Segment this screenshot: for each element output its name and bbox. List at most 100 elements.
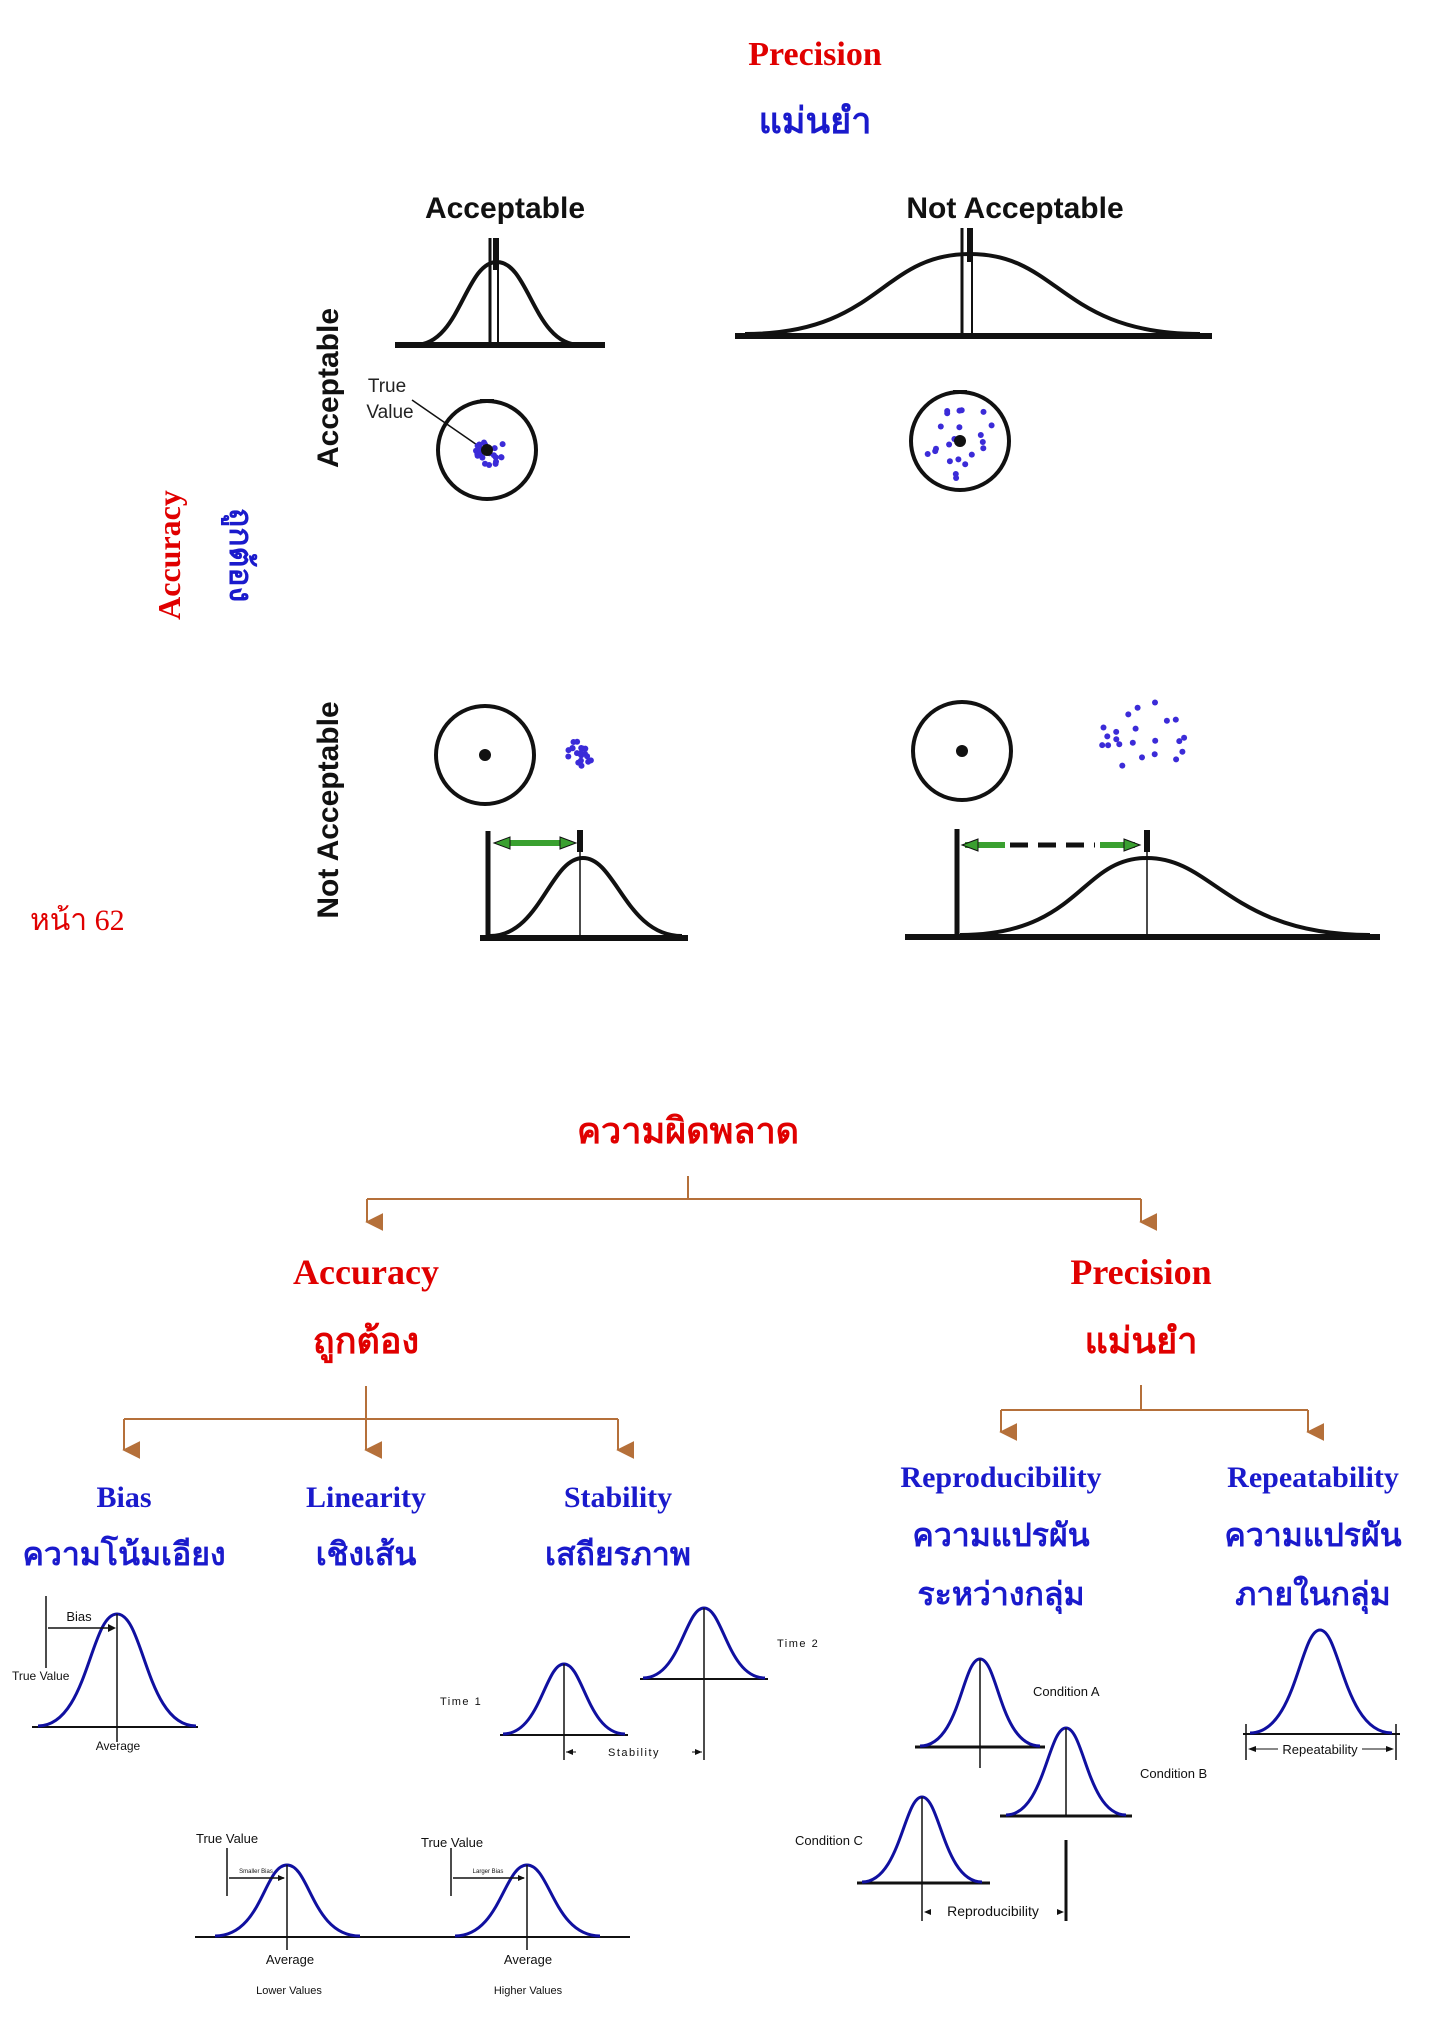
top-title-th: แม่นยำ xyxy=(759,101,872,141)
tree-precision: Precision xyxy=(1070,1252,1211,1292)
scatter-dot xyxy=(1139,754,1145,761)
scatter-dot xyxy=(946,458,953,465)
dot-cluster-wide-off-target xyxy=(1099,699,1188,769)
notacc-notacc-curve xyxy=(905,829,1380,940)
row-not-acceptable-label: Not Acceptable xyxy=(312,701,345,918)
tree-reproducibility: Reproducibility xyxy=(900,1461,1101,1494)
scatter-dot xyxy=(565,753,572,760)
side-title: Accuracy xyxy=(151,490,187,620)
target-center-dot xyxy=(954,435,966,447)
scatter-dot xyxy=(988,422,995,429)
scatter-dot xyxy=(577,757,584,764)
lin-fig-average-left: Average xyxy=(266,1952,314,1967)
repro-fig-label: Reproducibility xyxy=(947,1903,1039,1919)
scatter-dot xyxy=(578,745,585,751)
scatter-dot xyxy=(956,407,963,414)
repeatability-figure xyxy=(1243,1628,1400,1760)
col-not-acceptable-label: Not Acceptable xyxy=(906,192,1123,225)
scatter-dot xyxy=(491,445,498,452)
scatter-dot xyxy=(486,462,493,468)
lin-fig-higher-values: Higher Values xyxy=(494,1985,563,1997)
stability-figure xyxy=(500,1606,768,1760)
side-title-th: ถูกต้อง xyxy=(220,508,259,602)
scatter-dot xyxy=(1129,739,1136,746)
repro-fig-condition-a: Condition A xyxy=(1033,1684,1100,1699)
scatter-dot xyxy=(577,750,584,757)
scatter-dot xyxy=(570,739,577,745)
scatter-dot xyxy=(937,423,944,430)
scatter-dot xyxy=(1104,733,1111,740)
acc-notacc-curve xyxy=(480,830,688,941)
tree-repeatability-th1: ความแปรผัน xyxy=(1224,1517,1401,1553)
tree-linearity-th: เชิงเส้น xyxy=(316,1536,417,1572)
tree-linearity: Linearity xyxy=(306,1481,426,1514)
acc-acc-curve xyxy=(395,238,605,348)
top-title: Precision xyxy=(748,36,882,73)
scatter-dot xyxy=(1113,728,1120,735)
scatter-dot xyxy=(1113,736,1120,743)
tree-repeatability-th2: ภายในกลุ่ม xyxy=(1235,1575,1390,1615)
stability-fig-time1: Time 1 xyxy=(440,1696,482,1708)
scatter-dot xyxy=(1116,741,1123,748)
tree-connectors xyxy=(122,1176,1325,1459)
tree-bias-th: ความโน้มเอียง xyxy=(22,1535,225,1572)
row-acceptable-label: Acceptable xyxy=(312,308,345,468)
dot-cluster-wide-on-target xyxy=(924,407,995,481)
scatter-dot xyxy=(980,445,987,452)
page-label: หน้า 62 xyxy=(30,904,125,937)
tree-stability: Stability xyxy=(564,1481,672,1514)
tree-precision-th: แม่นยำ xyxy=(1085,1321,1198,1361)
scatter-dot xyxy=(968,451,975,458)
scatter-dot xyxy=(953,475,960,481)
scatter-dot xyxy=(956,424,963,431)
scatter-dot xyxy=(1151,751,1158,758)
tree-stability-th: เสถียรภาพ xyxy=(545,1536,691,1572)
scatter-dot xyxy=(977,432,984,438)
scatter-dot xyxy=(498,454,505,461)
true-value-label-line1: True xyxy=(368,376,406,397)
bias-fig-label: Bias xyxy=(66,1609,92,1624)
scatter-dot xyxy=(585,758,592,765)
scatter-dot xyxy=(1176,738,1183,745)
scatter-dot xyxy=(979,439,986,445)
scatter-dot xyxy=(1134,704,1141,711)
target-acc-acc xyxy=(411,399,538,501)
scatter-dot xyxy=(493,458,499,465)
lin-fig-true-value-left: True Value xyxy=(196,1831,258,1846)
scatter-dot xyxy=(479,454,486,461)
stability-fig-time2: Time 2 xyxy=(777,1638,819,1650)
bias-fig-true-value: True Value xyxy=(12,1669,70,1683)
scatter-dot xyxy=(584,753,591,760)
scatter-dot xyxy=(1181,734,1188,741)
reproducibility-figure xyxy=(857,1657,1132,1921)
stability-fig-label: Stability xyxy=(608,1747,660,1759)
scatter-dot xyxy=(1100,724,1107,731)
target-acc-notacc xyxy=(434,704,536,806)
tree-bias: Bias xyxy=(96,1481,151,1514)
lin-fig-true-value-right: True Value xyxy=(421,1835,483,1850)
true-value-label-line2: Value xyxy=(366,402,413,423)
repro-fig-condition-c: Condition C xyxy=(795,1833,863,1848)
repro-fig-condition-b: Condition B xyxy=(1140,1766,1207,1781)
scatter-dot xyxy=(1173,756,1180,763)
tree-reproducibility-th1: ความแปรผัน xyxy=(912,1517,1089,1553)
scatter-dot xyxy=(962,461,969,468)
scatter-dot xyxy=(492,454,499,461)
lin-fig-larger-bias: Larger Bias xyxy=(473,1869,504,1875)
target-notacc-notacc xyxy=(911,700,1013,802)
tree-accuracy: Accuracy xyxy=(293,1252,439,1292)
scatter-dot xyxy=(499,441,506,448)
bias-fig-average: Average xyxy=(96,1739,141,1753)
tree-root: ความผิดพลาด xyxy=(577,1111,799,1151)
lin-fig-average-right: Average xyxy=(504,1952,552,1967)
target-notacc-acc xyxy=(909,390,1011,492)
linearity-figure xyxy=(195,1848,630,1950)
lin-fig-smaller-bias: Smaller Bias xyxy=(239,1869,273,1875)
tree-reproducibility-th2: ระหว่างกลุ่ม xyxy=(917,1576,1084,1615)
scatter-dot xyxy=(1152,737,1159,744)
dot-cluster-tight-off-target xyxy=(565,738,594,769)
scatter-dot xyxy=(481,439,487,446)
scatter-dot xyxy=(944,408,951,414)
col-acceptable-label: Acceptable xyxy=(425,192,585,225)
